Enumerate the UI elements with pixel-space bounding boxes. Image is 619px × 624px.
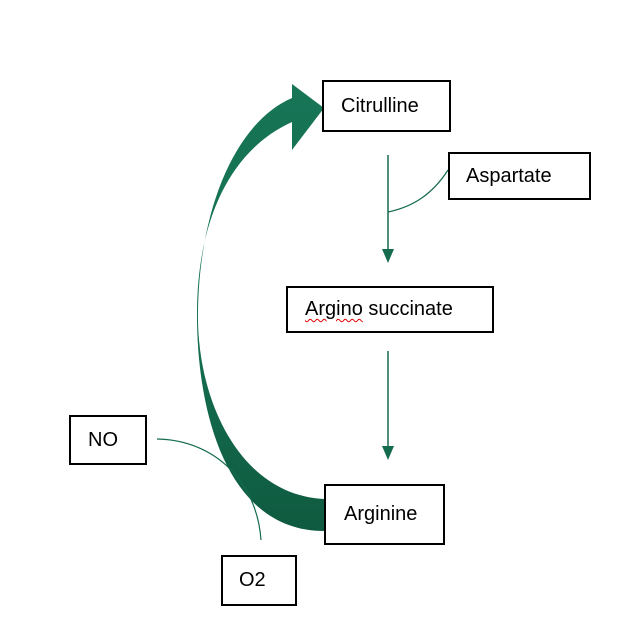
arrow-citrulline-to-argino-head (382, 249, 394, 263)
citrulline-box: Citrulline (322, 80, 451, 132)
argino-succinate-label-rest: succinate (362, 298, 453, 320)
aspartate-label: Aspartate (466, 164, 552, 187)
aspartate-box: Aspartate (448, 152, 591, 200)
arginine-label: Arginine (344, 503, 418, 525)
aspartate-connector (387, 169, 449, 213)
arrow-argino-to-arginine-head (382, 446, 394, 460)
o2-label: O2 (239, 569, 266, 591)
arginine-box: Arginine (324, 484, 445, 545)
citrulline-label: Citrulline (341, 94, 419, 117)
no-label: NO (88, 428, 118, 451)
no-box: NO (69, 415, 147, 465)
argino-spellcheck-word: Argino (305, 298, 363, 320)
argino-succinate-label: Argino succinate (305, 298, 453, 321)
o2-box: O2 (221, 555, 297, 606)
argino-succinate-box: Argino succinate (286, 286, 494, 333)
no-o2-connector (156, 438, 262, 541)
